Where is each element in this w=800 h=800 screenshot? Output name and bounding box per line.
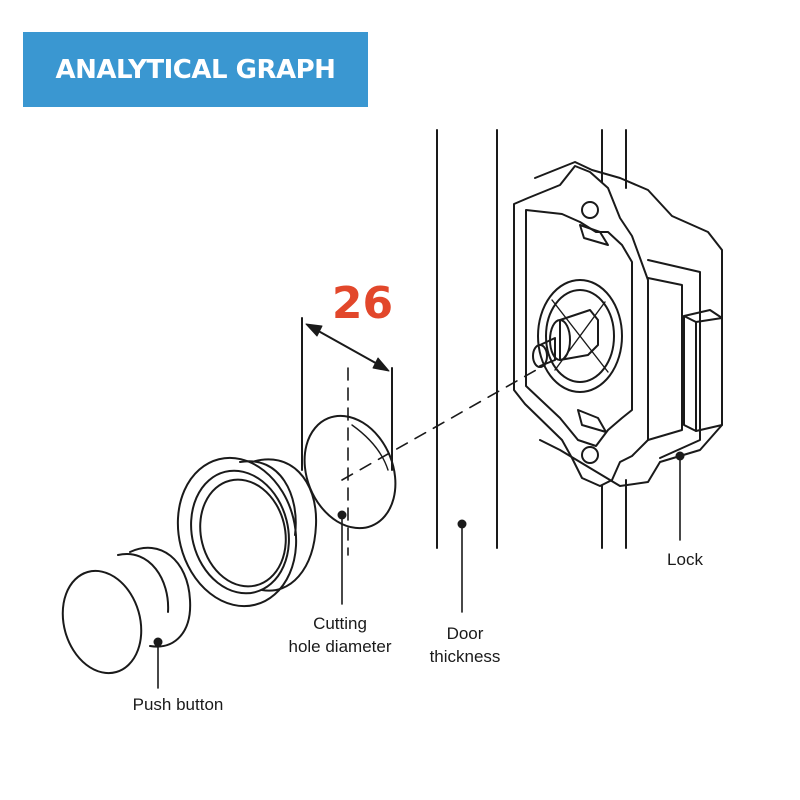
leader-dots	[153, 451, 685, 647]
label-door-thickness: Door thickness	[415, 622, 515, 668]
cutting-hole-line1: Cutting	[313, 614, 367, 633]
label-cutting-hole: Cutting hole diameter	[270, 612, 410, 658]
title-banner: ANALYTICAL GRAPH	[23, 32, 368, 107]
door-front-lines	[601, 129, 627, 549]
door-line1: Door	[446, 624, 484, 643]
dimension-value: 26	[331, 278, 394, 329]
door-panel-lines	[436, 129, 498, 549]
door-line2: thickness	[429, 647, 501, 666]
label-push-button: Push button	[118, 693, 238, 716]
banner-title: ANALYTICAL GRAPH	[55, 54, 336, 85]
label-lock: Lock	[655, 548, 715, 571]
escutcheon-ring	[176, 456, 318, 608]
leader-lines	[157, 455, 681, 689]
dimension-lines	[301, 317, 393, 556]
push-button-knob	[61, 546, 192, 675]
lock-text: Lock	[667, 550, 703, 569]
push-button-text: Push button	[132, 695, 224, 714]
lock-body	[513, 161, 723, 487]
center-axis-dashed	[341, 364, 546, 481]
cutting-hole-line2: hole diameter	[288, 637, 392, 656]
cutting-hole-ellipse	[303, 414, 397, 530]
